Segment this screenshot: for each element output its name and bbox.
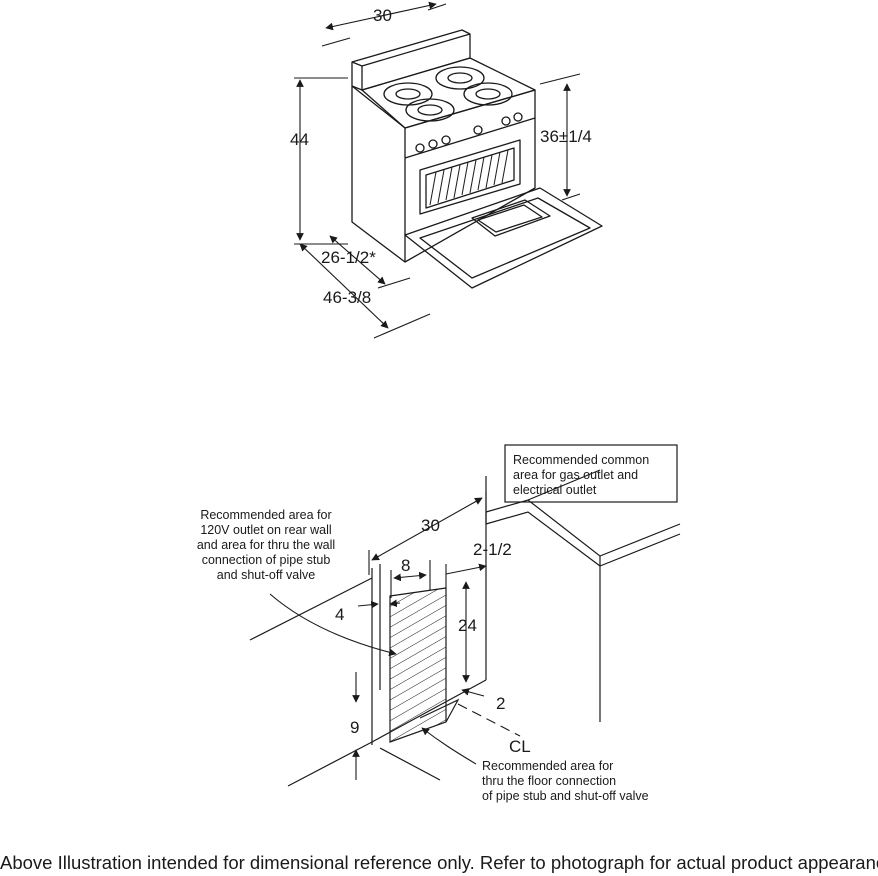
svg-text:connection of pipe stub: connection of pipe stub xyxy=(202,553,331,567)
centerline-label: CL xyxy=(509,737,531,756)
disclaimer-footer: Above Illustration intended for dimensio… xyxy=(0,852,878,873)
svg-text:and shut-off valve: and shut-off valve xyxy=(217,568,315,582)
svg-text:120V outlet on rear wall: 120V outlet on rear wall xyxy=(200,523,331,537)
svg-text:Recommended area for: Recommended area for xyxy=(200,508,331,522)
svg-text:thru the floor connection: thru the floor connection xyxy=(482,774,616,788)
range-dimension-lines xyxy=(294,1,581,339)
svg-text:electrical outlet: electrical outlet xyxy=(513,483,597,497)
side-offset-label: 4 xyxy=(335,605,344,624)
range-width-label: 30 xyxy=(373,6,392,25)
installation-diagram xyxy=(249,469,681,787)
range-depth-label: 26-1/2* xyxy=(321,248,376,267)
rear-wall-note: Recommended area for 120V outlet on rear… xyxy=(197,508,335,582)
floor-note: Recommended area for thru the floor conn… xyxy=(482,759,649,803)
svg-text:and area for thru the wall: and area for thru the wall xyxy=(197,538,335,552)
svg-text:area for gas outlet and: area for gas outlet and xyxy=(513,468,638,482)
svg-text:of pipe stub and shut-off valv: of pipe stub and shut-off valve xyxy=(482,789,649,803)
range-depth-open-label: 46-3/8 xyxy=(323,288,371,307)
svg-text:Recommended common: Recommended common xyxy=(513,453,649,467)
install-dimension-lines xyxy=(269,444,678,780)
area-height-label: 24 xyxy=(458,616,477,635)
floor-height-label: 9 xyxy=(350,718,359,737)
cooktop-height-label: 36±1/4 xyxy=(540,127,592,146)
range-height-label: 44 xyxy=(290,130,309,149)
install-width-label: 30 xyxy=(421,516,440,535)
common-area-note: Recommended common area for gas outlet a… xyxy=(513,453,649,497)
floor-offset-label: 2 xyxy=(496,694,505,713)
area-width-label: 8 xyxy=(401,556,410,575)
range-illustration xyxy=(351,29,603,289)
svg-text:Recommended area for: Recommended area for xyxy=(482,759,613,773)
offset-label: 2-1/2 xyxy=(473,540,512,559)
